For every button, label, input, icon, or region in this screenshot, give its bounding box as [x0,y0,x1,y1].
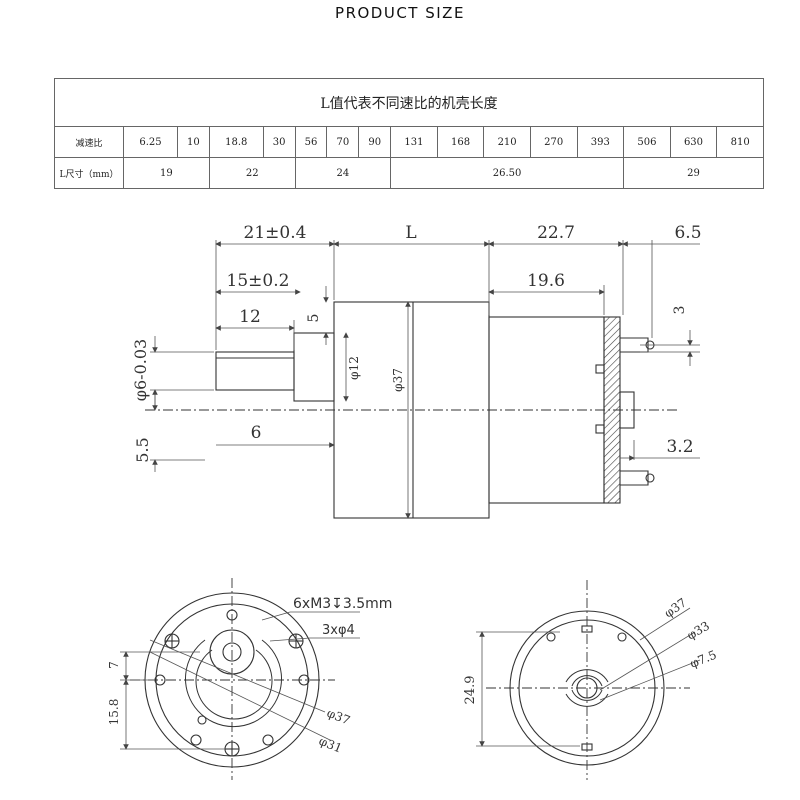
dim-7-label: 7 [107,661,121,669]
small-hole [226,609,238,621]
rear-terminal-bottom [581,743,593,751]
dim-6-label: 6 [251,423,262,443]
dim-rear-phi33-label: φ33 [685,619,713,643]
dim-12-label: 12 [239,307,261,327]
dim-3-2-label: 3.2 [666,437,693,457]
shaft-boss [293,332,335,402]
dim-19-6-label: 19.6 [527,271,565,291]
dim-phi37-label: φ37 [391,368,405,392]
dim-rear-phi7-5-label: φ7.5 [688,647,719,670]
front-shaft [222,642,242,662]
dim-rear-phi37-label: φ37 [662,595,689,620]
dim-L-label: L [405,223,416,243]
dim-front-phi37-label: φ37 [325,706,352,728]
dim-3-label: 3 [672,306,688,315]
dim-phi12-label: φ12 [347,356,361,380]
motor-end-cap [603,316,621,504]
small-hole [262,734,274,746]
rear-bushing [619,391,635,429]
rear-small-hole [546,632,556,642]
dim-15-8-label: 15.8 [107,699,121,726]
dim-holes-label: 3xφ4 [322,623,355,638]
terminal-bottom [620,470,649,486]
rear-bushing-bore [576,677,598,699]
length-cell: 22 [208,157,296,189]
screw-hole [164,633,180,649]
rear-inner-circle [518,619,656,757]
ratio-cell: 506 [623,126,671,158]
table-title: L值代表不同速比的机壳长度 [54,78,764,127]
dim-front-phi31-label: φ31 [317,734,344,756]
dim-22-7-label: 22.7 [537,223,575,243]
dim-phi6-label: φ6-0.03 [131,339,150,401]
length-label: L尺寸（mm） [54,157,124,189]
dim-24-9-label: 24.9 [463,676,478,705]
rear-view [486,580,690,780]
dim-21-label: 21±0.4 [244,223,307,243]
ratio-cell: 56 [294,126,328,158]
dim-5-5-label: 5.5 [133,437,152,462]
side-view [145,301,680,519]
front-dimension-labels: 6xM3↧3.5mm 3xφ4 7 15.8 φ37 φ31 [107,596,392,756]
small-hole [298,674,310,686]
length-cell: 26.50 [390,157,625,189]
length-cell: 24 [294,157,392,189]
dim-5-label: 5 [306,314,322,323]
length-cell: 29 [623,157,764,189]
page-heading: PRODUCT SIZE [335,4,465,22]
ratio-cell: 210 [483,126,531,158]
front-mounting-circle [155,603,309,757]
ratio-cell: 18.8 [208,126,264,158]
side-dimensions [150,240,700,519]
rear-small-hole [617,632,627,642]
terminal-bottom-hole [645,473,655,483]
rear-dimensions [476,607,701,747]
small-hole [197,715,207,725]
ratio-cell: 810 [716,126,764,158]
dim-screws-label: 6xM3↧3.5mm [293,596,392,612]
ratio-cell: 6.25 [123,126,178,158]
end-cap-notch-top [595,364,605,374]
dim-15-label: 15±0.2 [227,271,290,291]
screw-hole [288,633,304,649]
ratio-cell: 70 [326,126,360,158]
end-cap-notch-bottom [595,424,605,434]
rear-terminal-top [581,625,593,633]
rear-outer-circle [509,610,665,766]
ratio-cell: 30 [262,126,296,158]
screw-hole [224,741,240,757]
ratio-cell: 630 [669,126,718,158]
front-dimensions [120,611,360,750]
dim-6-5-label: 6.5 [674,223,701,243]
small-hole [190,734,202,746]
side-dimension-labels: 21±0.4 L 22.7 6.5 15±0.2 19.6 12 5 3 φ6-… [131,223,702,463]
